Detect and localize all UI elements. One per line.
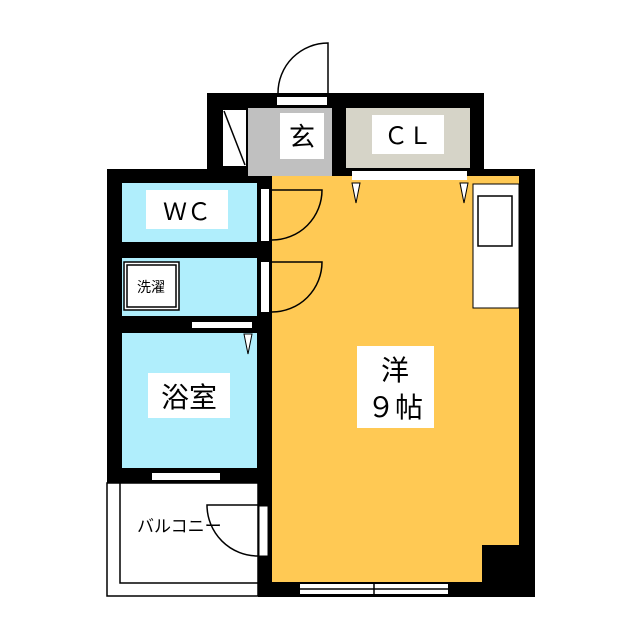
washroom-door-swing (271, 261, 323, 313)
bath-door-marker (243, 333, 253, 355)
closet-door-marker-left (351, 182, 361, 204)
closet-label-bg (372, 115, 444, 154)
balcony-door-opening (258, 505, 269, 557)
entrance-label-bg (280, 113, 324, 159)
western-label-bg (357, 346, 434, 428)
toilet-door-swing (271, 189, 323, 241)
balcony (106, 482, 259, 597)
kitchen-sink (477, 195, 513, 247)
balcony-door-swing (206, 504, 259, 557)
washer-inner (126, 264, 177, 308)
entrance-door-opening (277, 97, 327, 105)
toilet-door-opening (261, 189, 269, 241)
toilet-label: ＷＣ (163, 198, 211, 226)
closet-opening (352, 171, 467, 180)
balcony-inner-rail (119, 483, 258, 584)
western-label-size: ９帖 (367, 391, 423, 424)
washroom-door-opening (261, 262, 269, 312)
bath-window (152, 473, 220, 480)
shoe-cabinet-diagonal (223, 110, 246, 166)
closet-door-marker-right (459, 182, 469, 204)
bath-door-opening (192, 322, 252, 328)
washer-label: 洗濯 (137, 280, 165, 296)
balcony-label: バルコニー (137, 517, 222, 537)
entrance-label: 玄 (289, 123, 315, 153)
closet-label: ＣＬ (384, 122, 432, 150)
entrance-door-swing (277, 42, 329, 94)
bath-label: 浴室 (161, 381, 217, 414)
toilet-label-bg (146, 190, 228, 229)
corner-pillar (482, 545, 519, 582)
western-label-type: 洋 (381, 354, 409, 387)
bath-label-bg (148, 373, 230, 418)
